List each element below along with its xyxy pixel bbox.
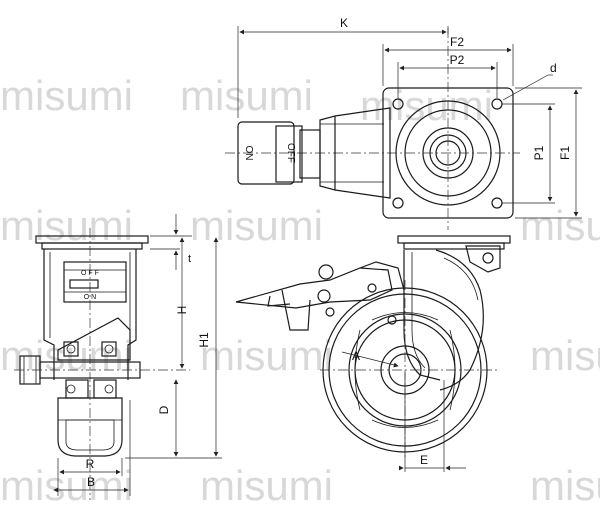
side-off-label: O F F	[81, 270, 99, 277]
dim-d: d	[550, 61, 557, 75]
dim-P1: P1	[532, 145, 546, 160]
dim-B: B	[87, 475, 95, 489]
lock-on-label: ON	[243, 146, 254, 161]
dim-F2: F2	[450, 35, 464, 49]
dim-F1: F1	[558, 146, 572, 160]
dim-H1: H1	[197, 332, 211, 348]
dim-D: D	[157, 405, 171, 414]
watermark: misumi	[200, 462, 333, 509]
lock-off-label: OFF	[285, 143, 296, 163]
top-view: ON OFF K F2 P2 d P1 F1	[225, 16, 582, 230]
watermark: misumi	[200, 332, 333, 379]
dim-R: R	[86, 457, 95, 471]
front-view: O F F O N t H H1	[14, 214, 222, 500]
watermark: misumi	[0, 202, 133, 249]
dim-E: E	[420, 453, 428, 467]
dim-A: A	[352, 349, 360, 363]
watermark: misumi	[530, 332, 600, 379]
watermark: misumi	[0, 72, 133, 119]
watermark: misumi	[530, 462, 600, 509]
watermark: misumi	[190, 202, 323, 249]
dim-H: H	[175, 306, 189, 315]
dim-K: K	[340, 16, 348, 30]
side-on-label: O N	[84, 294, 96, 301]
dim-t: t	[188, 253, 191, 265]
watermark: misumi	[180, 72, 313, 119]
watermark: misumi	[0, 462, 133, 509]
side-view: A E	[235, 235, 511, 472]
dim-P2: P2	[450, 53, 465, 67]
watermark: misumi	[520, 202, 600, 249]
